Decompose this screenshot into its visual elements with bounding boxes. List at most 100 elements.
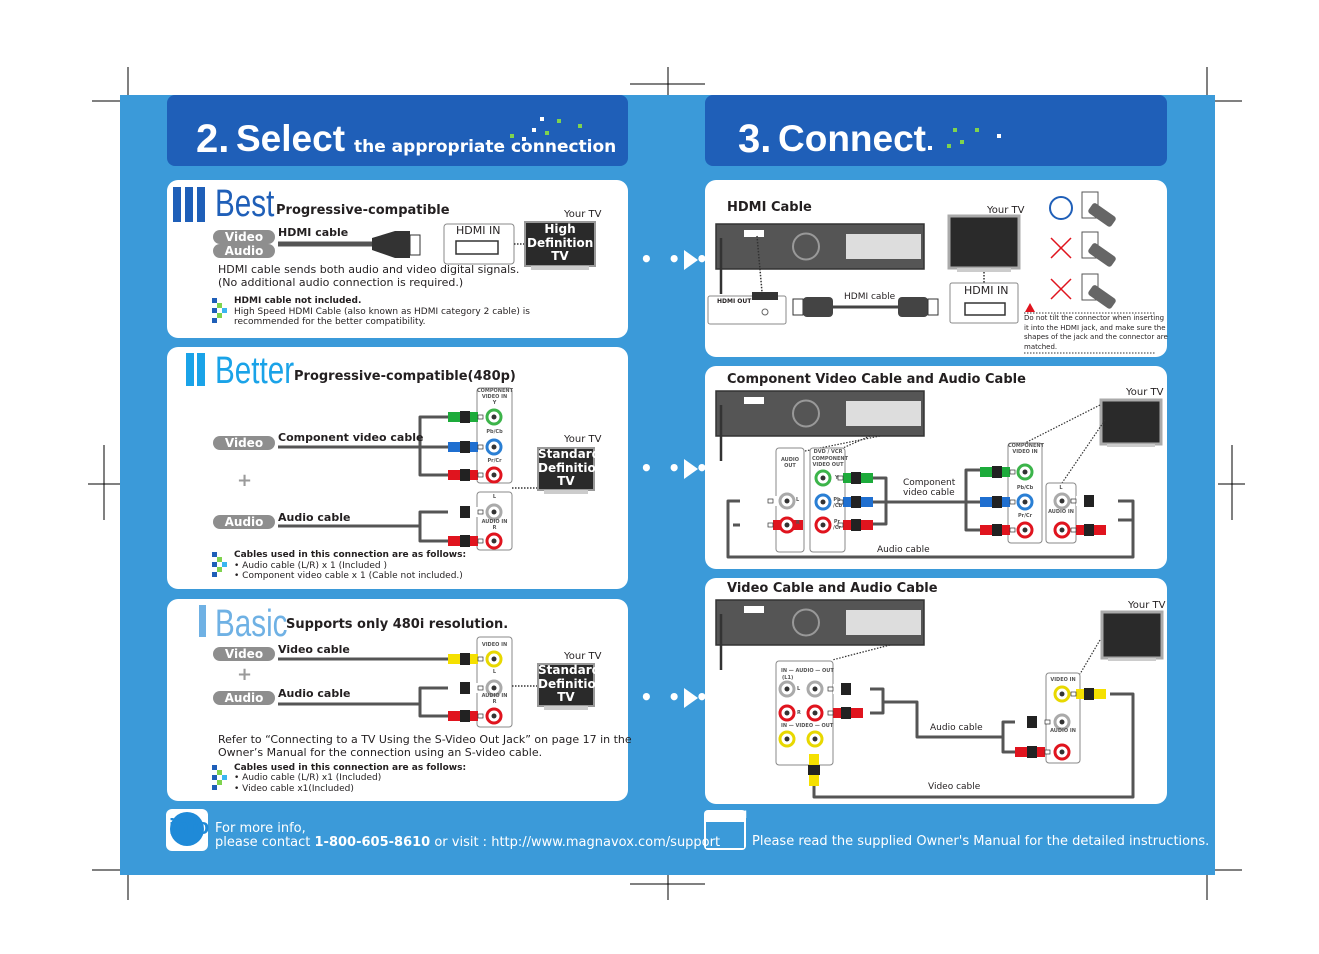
arrow-head-icon: [684, 250, 698, 270]
tv-stand: [957, 268, 1011, 272]
rca-plug-tip: [1044, 719, 1051, 725]
tv-label: Standard Definition TV: [538, 663, 605, 704]
rca-plug-collar: [992, 466, 1002, 478]
panel-label: VIDEO IN: [1050, 677, 1076, 683]
hdmi-connector-illustration: [1088, 285, 1116, 309]
next-arrow: • • •: [640, 685, 713, 709]
note-icon: [212, 765, 217, 770]
plus: +: [237, 470, 253, 491]
next-arrow: • • •: [640, 247, 713, 271]
hdmi-connector-illustration: [1088, 243, 1116, 267]
audio-cable: [418, 526, 448, 543]
note-icon: [212, 572, 217, 577]
hdmi-jack: [744, 230, 764, 237]
tv-icon: [1100, 610, 1164, 660]
rca-jack-pin: [820, 499, 826, 505]
note-icon: [212, 785, 217, 790]
tv-caption: Your TV: [1128, 600, 1166, 611]
arrow-head-icon: [684, 688, 698, 708]
hdmi-jack: [744, 606, 764, 613]
footer-line1: For more info,: [215, 821, 306, 836]
port-label: HDMI IN: [456, 224, 501, 237]
rca-jack-pin: [491, 414, 497, 420]
rca-plug-collar: [851, 519, 861, 531]
basic-subtitle: Supports only 480i resolution.: [286, 617, 509, 632]
sparkle-pixel: [522, 137, 526, 141]
manual-book-icon: [706, 822, 744, 848]
support-link[interactable]: http://www.magnavox.com/support: [491, 835, 721, 850]
note-item: • Video cable x1(Included): [234, 784, 354, 794]
info-icon: info: [169, 814, 210, 839]
wrong-mark-icon: [1050, 237, 1072, 259]
better-subtitle: Progressive-compatible(480p): [294, 369, 516, 384]
panel-label: VIDEO IN: [481, 642, 508, 648]
rca-plug-tip: [477, 713, 484, 719]
hdmi-connector-illustration: [1088, 203, 1116, 227]
note-icon: [212, 552, 217, 557]
jack-label: Pr /Cr: [833, 519, 841, 531]
rca-jack-pin: [784, 686, 790, 692]
footer-text: Please read the supplied Owner's Manual …: [752, 834, 1210, 849]
note-item: • Audio cable (L/R) x 1 (Included ): [234, 561, 387, 571]
jack-label: R: [797, 710, 801, 716]
dotted-link: [1061, 419, 1106, 484]
hdmi-port-icon: [455, 240, 499, 255]
panel-label: AUDIO IN: [1048, 509, 1074, 515]
panel-label: AUDIO IN: [481, 693, 508, 699]
rca-plug-tip: [1070, 527, 1077, 533]
step-number: 2.: [196, 117, 230, 161]
dotted-link: [1024, 404, 1101, 444]
rca-plug-tip: [837, 499, 844, 505]
rca-jack-pin: [812, 686, 818, 692]
tier-bar: [197, 187, 205, 222]
rca-plug-collar: [1027, 716, 1037, 728]
tier-bar: [186, 353, 194, 386]
audio-cable: [1118, 499, 1135, 520]
note-icon: [217, 313, 222, 318]
jack-label: L: [492, 494, 497, 500]
cable-label: HDMI cable: [278, 226, 349, 239]
rca-jack-pin: [784, 710, 790, 716]
wrong-mark-icon: [1050, 278, 1072, 300]
rca-jack-pin: [1022, 469, 1028, 475]
tv-caption: Your TV: [564, 434, 602, 445]
tv-caption: Your TV: [987, 205, 1025, 216]
rca-plug-tip: [837, 522, 844, 528]
jack-label: Pr/Cr: [1017, 513, 1033, 519]
tier-basic: Basic: [215, 603, 288, 645]
note-icon: [222, 308, 227, 313]
jack-label: Y: [492, 400, 497, 406]
rca-plug-collar: [460, 682, 470, 694]
rca-plug-tip: [477, 685, 484, 691]
sparkle-pixel: [928, 146, 932, 150]
panel-label: AUDIO OUT: [780, 457, 800, 469]
jack-label: R: [796, 520, 800, 526]
step-2-header: [167, 95, 628, 166]
rca-plug-collar: [460, 441, 470, 453]
dotted-link: [831, 644, 891, 661]
best-description: HDMI cable sends both audio and video di…: [218, 263, 520, 289]
component-cable: [418, 415, 448, 477]
rca-plug-collar: [851, 472, 861, 484]
refer-text: Refer to “Connecting to a TV Using the S…: [218, 733, 632, 759]
section-title: Component Video Cable and Audio Cable: [727, 372, 1026, 387]
rca-jack-pin: [812, 710, 818, 716]
audio-cable: [278, 510, 448, 528]
panel-label: (L1): [782, 675, 794, 681]
rca-plug-collar: [1027, 746, 1037, 758]
rca-jack-pin: [491, 656, 497, 662]
jack-label: Pb/Cb: [486, 429, 503, 435]
step-3-header: [705, 95, 1167, 166]
rca-plug-tip: [477, 538, 484, 544]
rca-plug-tip: [1009, 469, 1016, 475]
note-icon: [217, 557, 222, 562]
jack-label: R: [492, 525, 497, 531]
audio-cable: [883, 700, 1003, 739]
panel-label: COMPONENT VIDEO OUT: [812, 456, 849, 468]
tv-icon: [537, 663, 595, 707]
panel-label: AUDIO IN: [1050, 728, 1076, 734]
correct-mark-icon: [1049, 196, 1073, 220]
note-item: • Audio cable (L/R) x1 (Included): [234, 773, 382, 783]
step-subtitle: the appropriate connection: [354, 137, 617, 157]
step-number: 3.: [738, 117, 772, 161]
